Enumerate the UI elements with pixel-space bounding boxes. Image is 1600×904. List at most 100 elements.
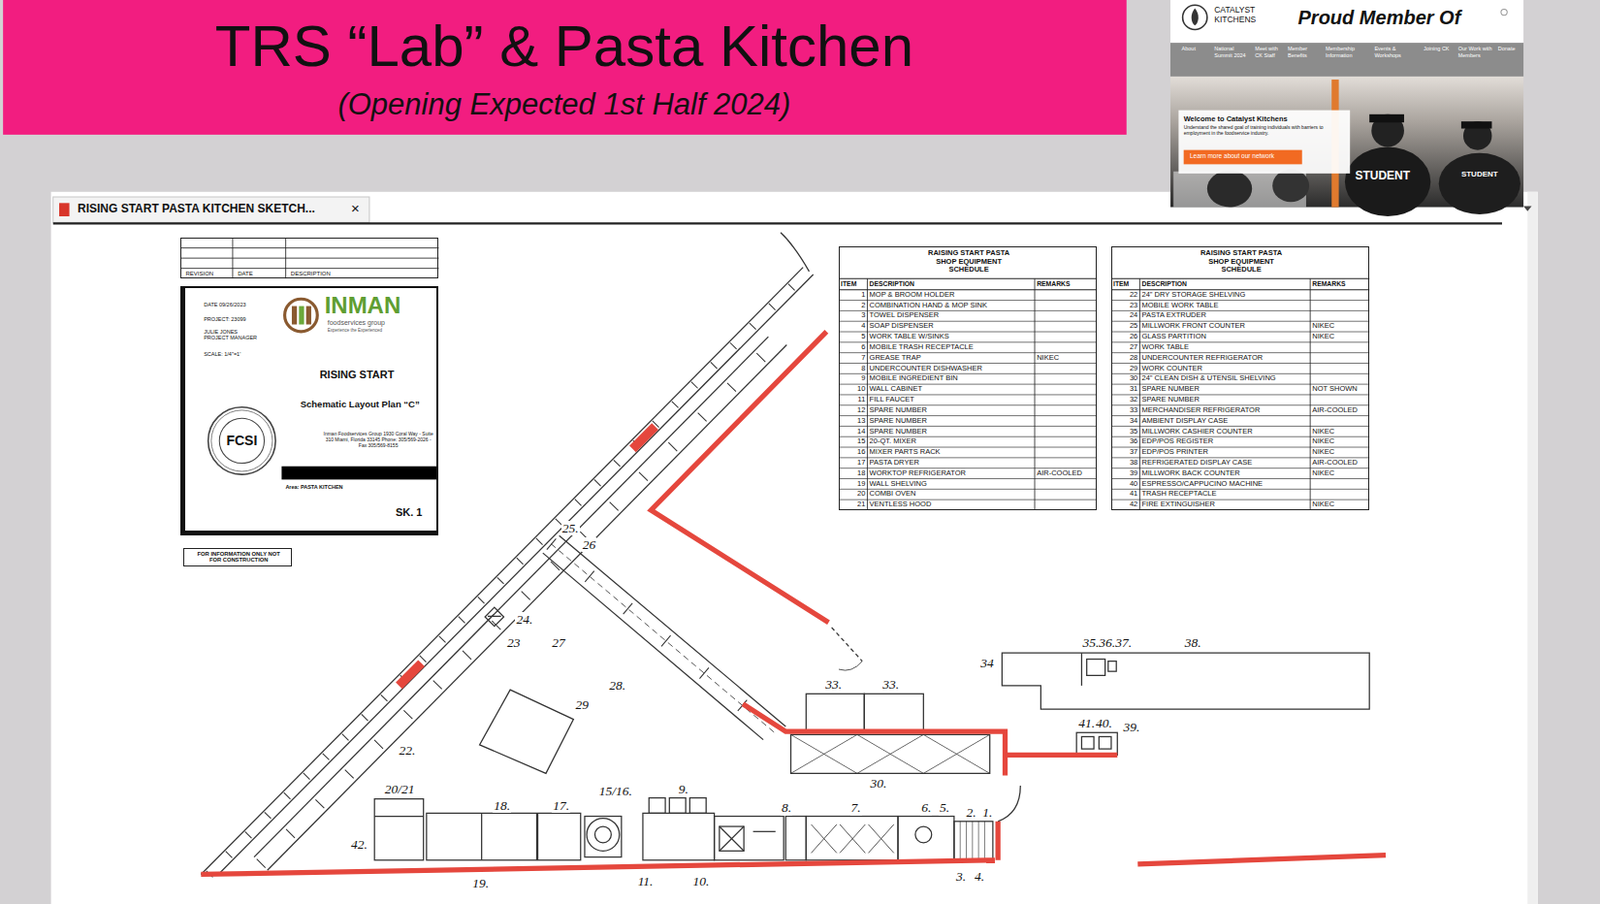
floor-plan	[1076, 732, 1118, 755]
floor-plan	[805, 816, 898, 861]
item-remark: NIKEC	[1312, 332, 1335, 342]
title-block-graphics	[180, 237, 439, 480]
item-number: 34	[1129, 416, 1138, 426]
disclaimer-box: FOR INFORMATION ONLY NOT FOR CONSTRUCTIO…	[183, 547, 292, 567]
item-description: SPARE NUMBER	[869, 416, 928, 426]
floor-plan	[1098, 736, 1112, 749]
item-number: 28	[1129, 353, 1138, 363]
item-description: 20-QT. MIXER	[869, 437, 917, 447]
catalyst-screenshot	[1170, 0, 1524, 217]
floor-plan	[550, 544, 774, 734]
callout-number: 7.	[850, 800, 863, 816]
callout-number: 20/21	[384, 781, 416, 798]
title-block-graphics	[180, 247, 439, 249]
nav-item: Membership Information	[1325, 45, 1371, 59]
item-description: EDP/POS REGISTER	[1142, 437, 1215, 447]
catalyst-screenshot	[1461, 121, 1493, 128]
floor-plan	[897, 816, 955, 861]
red-walls	[995, 821, 1001, 861]
item-number: 2	[861, 301, 865, 311]
floor-plan	[780, 232, 809, 272]
node-text: REVISION	[185, 270, 214, 278]
floor-plan	[785, 816, 806, 861]
nav-item: Our Work with Members	[1458, 45, 1496, 59]
document-window	[51, 192, 1538, 904]
item-description: AMBIENT DISPLAY CASE	[1142, 416, 1229, 426]
node-text: DATE 09/26/2023	[203, 301, 246, 308]
callout-number: 29	[574, 697, 590, 713]
title-block-graphics	[291, 306, 297, 325]
item-description: ESPRESSO/CAPPUCINO MACHINE	[1142, 480, 1264, 489]
item-description: UNDERCOUNTER REFRIGERATOR	[1142, 353, 1264, 363]
floor-plan	[805, 693, 864, 732]
item-number: 19	[857, 480, 865, 489]
callout-number: 40.	[1094, 715, 1114, 732]
callout-number: 26	[581, 537, 598, 553]
title-block-graphics	[285, 237, 287, 279]
callout-number: 18.	[492, 798, 512, 814]
item-description: EDP/POS PRINTER	[1142, 448, 1209, 457]
floor-plan	[480, 689, 575, 773]
floor-plan	[426, 812, 538, 860]
shirt-text: STUDENT	[1461, 169, 1499, 179]
item-number: 29	[1129, 364, 1138, 374]
floor-plan	[791, 734, 991, 773]
item-description: MOBILE TRASH RECEPTACLE	[869, 343, 974, 352]
floor-plan	[480, 812, 482, 860]
item-number: 6	[861, 343, 865, 352]
callout-number: 3.	[955, 868, 967, 885]
item-description: 24" DRY STORAGE SHELVING	[1142, 290, 1247, 300]
callout-number: 17.	[551, 798, 571, 814]
item-description: PASTA EXTRUDER	[1142, 311, 1207, 320]
card-text: Understand the shared goal of training i…	[1184, 125, 1338, 137]
catalyst-screenshot	[1369, 114, 1405, 123]
item-description: MILLWORK CASHIER COUNTER	[1142, 427, 1253, 437]
logo-text: foodservices group	[327, 319, 385, 327]
item-description: WALL CABINET	[869, 384, 923, 394]
floor-plan	[550, 544, 774, 734]
floor-plan	[374, 815, 424, 817]
item-description: WORK TABLE	[1142, 343, 1189, 352]
node-text: Inman Foodservices Group 1930 Coral Way …	[321, 431, 435, 448]
logo-text: Experience the Experienced	[327, 327, 383, 333]
item-number: 33	[1129, 406, 1138, 416]
item-number: 14	[857, 427, 865, 437]
red-walls	[200, 331, 1386, 875]
item-description: MILLWORK FRONT COUNTER	[1142, 321, 1246, 331]
callout-number: 6.	[920, 800, 932, 816]
floor-plan	[954, 821, 993, 861]
catalyst-screenshot	[1344, 146, 1431, 217]
floor-plan	[260, 340, 778, 864]
item-number: 7	[861, 353, 865, 363]
item-remark: AIR-COOLED	[1036, 469, 1083, 479]
item-number: 15	[857, 437, 865, 447]
item-description: VENTLESS HOOD	[869, 500, 932, 510]
floor-plan	[1081, 652, 1083, 686]
floor-plan	[669, 798, 686, 814]
item-number: 9	[861, 374, 865, 384]
floor-plan	[1001, 652, 1370, 709]
item-description: WORK COUNTER	[1142, 364, 1204, 374]
close-icon: ×	[351, 199, 360, 217]
table-header: ITEM	[840, 280, 857, 288]
item-number: 27	[1129, 343, 1138, 352]
item-number: 24	[1129, 311, 1138, 320]
floor-plan	[584, 816, 622, 858]
floor-plan	[811, 824, 895, 853]
red-walls	[1005, 752, 1119, 758]
item-number: 20	[857, 489, 865, 499]
item-number: 32	[1129, 395, 1138, 405]
brand-name: CATALYST KITCHENS	[1214, 5, 1268, 26]
nav-item: Events & Workshops	[1374, 45, 1419, 59]
grid-line	[1034, 278, 1036, 511]
floor-plan	[559, 535, 787, 727]
callout-number: 1.	[981, 804, 993, 821]
floor-plan	[960, 821, 985, 861]
callout-number: 10.	[691, 873, 710, 890]
title-block-graphics	[180, 267, 439, 269]
item-description: SPARE NUMBER	[869, 427, 928, 437]
callout-number: 2.	[964, 804, 977, 821]
node-text: RISING START PASTA KITCHEN SKETCH...	[77, 202, 316, 217]
